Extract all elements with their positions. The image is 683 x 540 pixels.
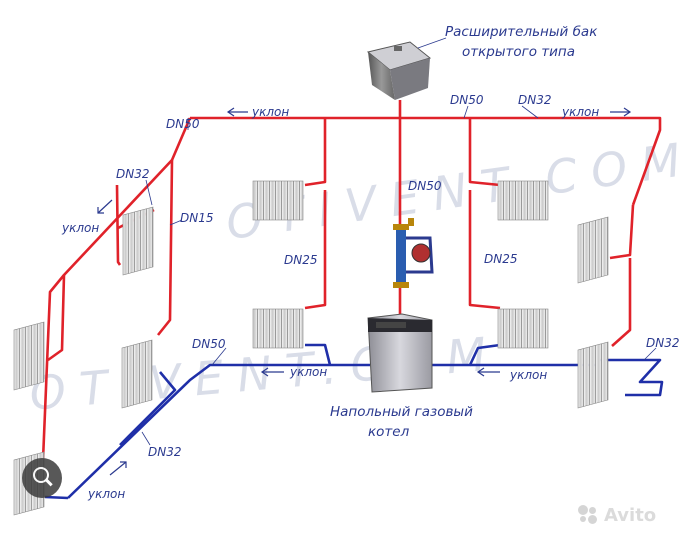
boiler-label-line1: Напольный газовый (330, 404, 473, 420)
supply-pipes (41, 100, 662, 461)
label-dn32-return-right: DN32 (646, 336, 680, 350)
radiator-mid-right (497, 308, 549, 349)
label-dn50-top-mid: DN50 (450, 93, 484, 107)
radiator-left-mid (13, 321, 45, 391)
label-dn25-left: DN25 (284, 253, 318, 267)
label-dn15: DN15 (180, 211, 214, 225)
radiator-right-upper (577, 216, 609, 284)
boiler (367, 313, 433, 393)
pump-group (393, 218, 434, 288)
radiator-top-left (252, 180, 304, 221)
label-dn32-left: DN32 (116, 167, 150, 181)
radiator-left-low (121, 339, 153, 409)
lens-icon[interactable] (22, 458, 62, 498)
tank-label-line2: открытого типа (462, 44, 575, 60)
label-slope-return-mid: уклон (289, 365, 327, 379)
label-slope-left-side: уклон (61, 221, 99, 235)
slope-arrows (97, 107, 632, 476)
radiators (13, 180, 609, 516)
label-dn25-right: DN25 (484, 252, 518, 266)
label-slope-top-right: уклон (561, 105, 599, 119)
label-dn32-top-right: DN32 (518, 93, 552, 107)
label-slope-return-right: уклон (509, 368, 547, 382)
avito-logo: Avito (578, 504, 656, 526)
label-dn50-top-left: DN50 (166, 117, 200, 131)
label-slope-return-bottom: уклон (87, 487, 125, 501)
return-pipes (44, 343, 664, 500)
radiator-top-right (497, 180, 549, 221)
expansion-tank (366, 41, 432, 100)
radiator-mid-left (252, 308, 304, 349)
radiator-left-upper (122, 206, 154, 276)
label-dn50-riser: DN50 (408, 179, 442, 193)
label-dn50-return: DN50 (192, 337, 226, 351)
avito-dots-icon (578, 505, 600, 525)
label-dn32-return-left: DN32 (148, 445, 182, 459)
avito-text: Avito (604, 504, 657, 526)
label-slope-top-left: уклон (251, 105, 289, 119)
radiator-right-lower (577, 341, 609, 409)
boiler-label-line2: котел (368, 424, 410, 440)
tank-label-line1: Расширительный бак (445, 24, 598, 40)
leader-lines (141, 37, 657, 446)
